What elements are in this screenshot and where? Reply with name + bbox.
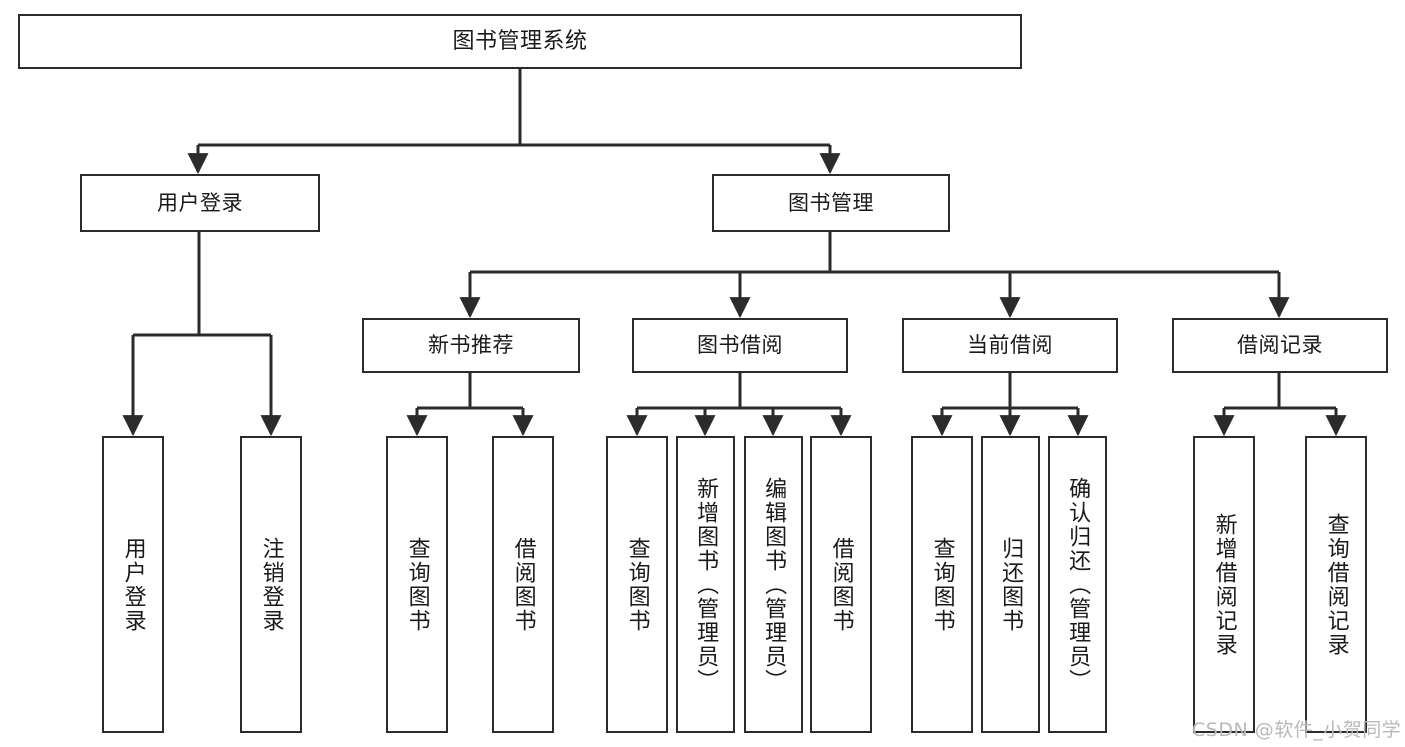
node-leaf-user-login-label: 用户登录 bbox=[120, 536, 146, 633]
node-book-manage[interactable]: 图书管理 bbox=[712, 174, 950, 232]
node-book-borrow[interactable]: 图书借阅 bbox=[632, 318, 848, 373]
node-leaf-query-book-1[interactable]: 查询图书 bbox=[386, 436, 448, 733]
node-leaf-return-book[interactable]: 归还图书 bbox=[981, 436, 1040, 733]
node-root[interactable]: 图书管理系统 bbox=[18, 14, 1022, 69]
node-leaf-return-book-label: 归还图书 bbox=[998, 536, 1024, 633]
node-current-borrow[interactable]: 当前借阅 bbox=[902, 318, 1118, 373]
node-leaf-borrow-book-1-label: 借阅图书 bbox=[510, 536, 536, 633]
node-leaf-confirm-return-label: 确认归还（管理员） bbox=[1065, 476, 1091, 693]
node-new-book-recommend[interactable]: 新书推荐 bbox=[362, 318, 580, 373]
node-leaf-user-logout[interactable]: 注销登录 bbox=[240, 436, 302, 733]
node-current-borrow-label: 当前借阅 bbox=[967, 333, 1053, 358]
node-user-login[interactable]: 用户登录 bbox=[80, 174, 320, 232]
node-leaf-confirm-return[interactable]: 确认归还（管理员） bbox=[1048, 436, 1107, 733]
node-leaf-add-book[interactable]: 新增图书（管理员） bbox=[676, 436, 735, 733]
node-leaf-query-record-label: 查询借阅记录 bbox=[1323, 512, 1349, 657]
node-leaf-borrow-book-1[interactable]: 借阅图书 bbox=[492, 436, 554, 733]
node-leaf-user-logout-label: 注销登录 bbox=[258, 536, 284, 633]
node-leaf-add-book-label: 新增图书（管理员） bbox=[693, 476, 719, 693]
node-leaf-add-record-label: 新增借阅记录 bbox=[1211, 512, 1237, 657]
node-leaf-borrow-book-2[interactable]: 借阅图书 bbox=[810, 436, 872, 733]
node-borrow-record-label: 借阅记录 bbox=[1237, 333, 1323, 358]
node-user-login-label: 用户登录 bbox=[157, 190, 243, 215]
node-root-label: 图书管理系统 bbox=[452, 28, 588, 54]
node-leaf-edit-book-label: 编辑图书（管理员） bbox=[761, 476, 787, 693]
node-book-borrow-label: 图书借阅 bbox=[697, 333, 783, 358]
node-leaf-query-record[interactable]: 查询借阅记录 bbox=[1305, 436, 1367, 733]
node-leaf-edit-book[interactable]: 编辑图书（管理员） bbox=[744, 436, 803, 733]
node-leaf-query-book-1-label: 查询图书 bbox=[404, 536, 430, 633]
node-leaf-query-book-2-label: 查询图书 bbox=[624, 536, 650, 633]
node-leaf-borrow-book-2-label: 借阅图书 bbox=[828, 536, 854, 633]
node-leaf-user-login[interactable]: 用户登录 bbox=[102, 436, 164, 733]
node-leaf-query-book-3-label: 查询图书 bbox=[929, 536, 955, 633]
node-borrow-record[interactable]: 借阅记录 bbox=[1172, 318, 1388, 373]
csdn-watermark: CSDN @软件_小贺同学 bbox=[1192, 719, 1402, 741]
node-leaf-add-record[interactable]: 新增借阅记录 bbox=[1193, 436, 1255, 733]
node-new-book-recommend-label: 新书推荐 bbox=[428, 333, 514, 358]
node-book-manage-label: 图书管理 bbox=[788, 190, 874, 215]
node-leaf-query-book-3[interactable]: 查询图书 bbox=[911, 436, 973, 733]
node-leaf-query-book-2[interactable]: 查询图书 bbox=[606, 436, 668, 733]
